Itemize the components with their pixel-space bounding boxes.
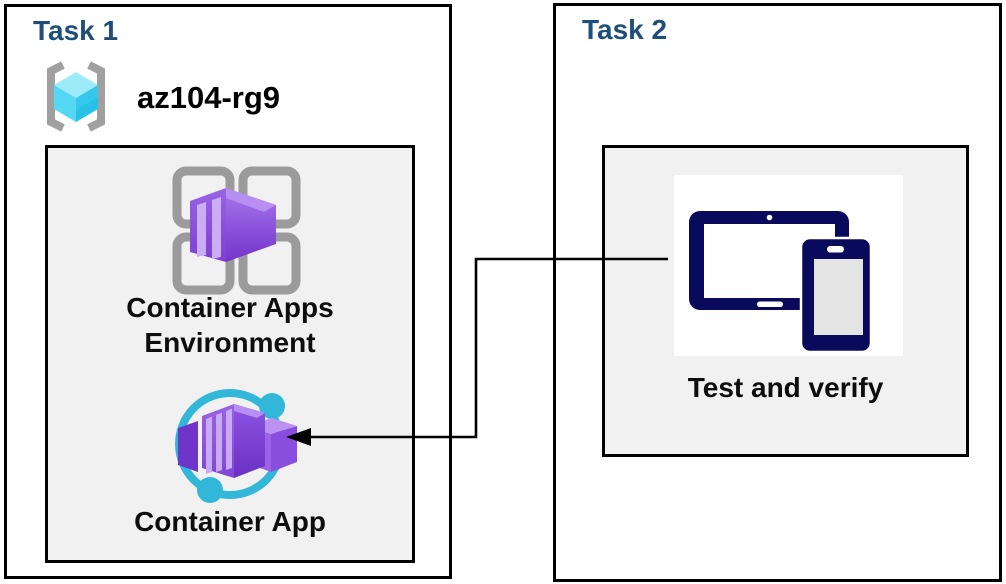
environment-group-box: Container Apps Environment xyxy=(45,145,415,563)
container-app-icon xyxy=(175,389,297,503)
resource-group-name: az104-rg9 xyxy=(137,80,281,115)
task2-title: Task 2 xyxy=(582,14,668,45)
container-apps-environment-icon xyxy=(172,166,301,295)
test-devices-icon xyxy=(689,211,873,354)
task1-title: Task 1 xyxy=(33,15,119,46)
resource-group-icon xyxy=(47,61,105,132)
test-and-verify-box: Test and verify xyxy=(602,145,969,457)
resource-group: az104-rg9 xyxy=(37,59,280,137)
container-apps-environment-label: Container Apps Environment xyxy=(48,290,412,360)
task2-box: Task 2 Test and verify xyxy=(553,3,1002,582)
environment-label-line1: Container Apps xyxy=(126,292,334,323)
test-and-verify-label: Test and verify xyxy=(687,372,884,403)
container-app-label: Container App xyxy=(134,506,326,537)
task1-box: Task 1 az104-rg9 xyxy=(4,4,452,579)
devices-tile xyxy=(674,175,903,356)
environment-label-line2: Environment xyxy=(144,327,316,358)
